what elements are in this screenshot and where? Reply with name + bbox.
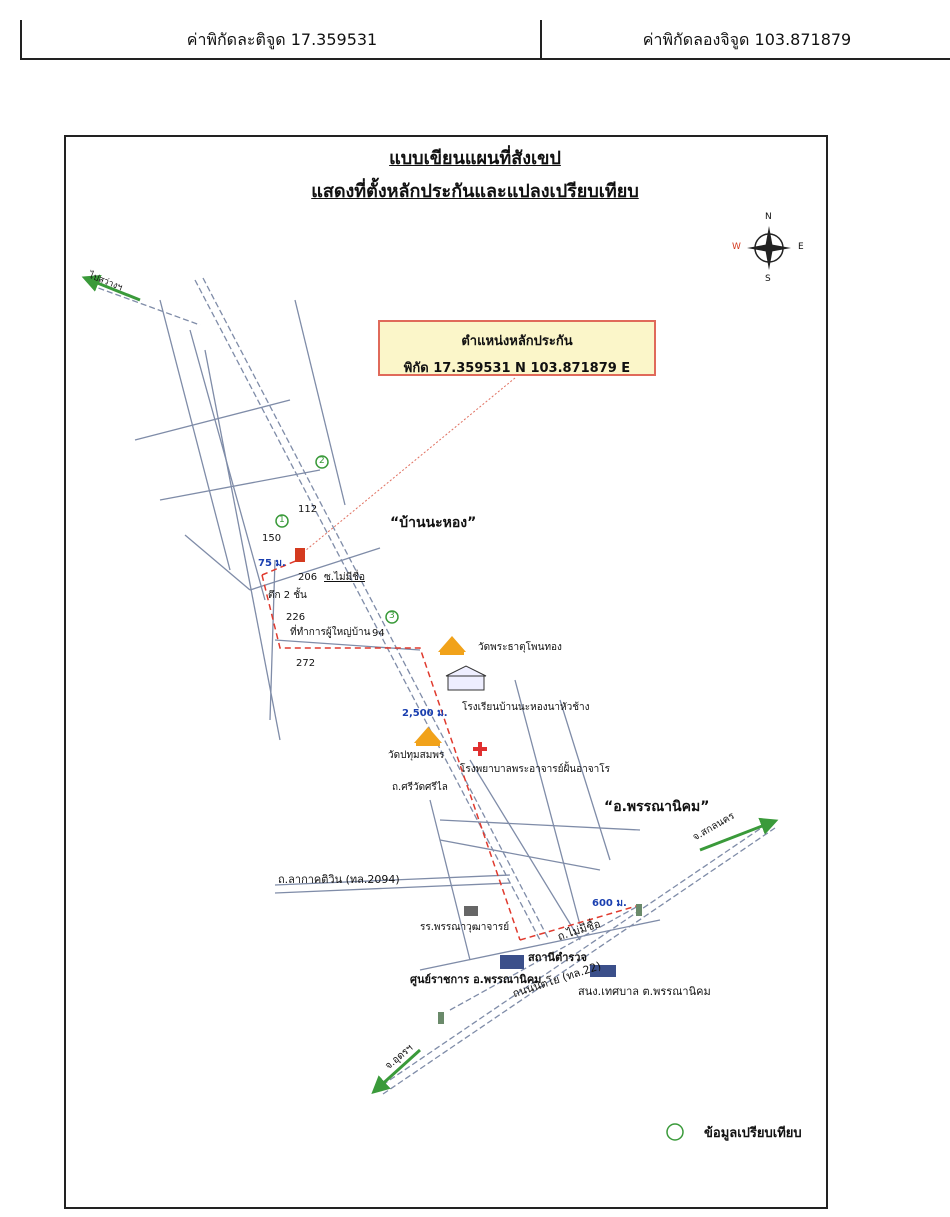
school-icon <box>445 665 487 691</box>
house-number-94: 94 <box>372 628 385 639</box>
collateral-box-title: ตำแหน่งหลักประกัน <box>461 334 573 349</box>
temple-icons <box>414 636 466 746</box>
route-line <box>261 559 641 941</box>
distance-600: 600 ม. <box>592 898 627 909</box>
map-frame <box>64 135 828 1209</box>
map-title-1: แบบเขียนแผนที่สังเขป <box>389 148 561 169</box>
place-school-2: รร.พรรณาวุฒาจารย์ <box>420 922 510 933</box>
collateral-box-coords: พิกัด 17.359531 N 103.871879 E <box>403 361 631 376</box>
house-number-226: 226 <box>286 612 306 623</box>
road-label-no-name-soi: ซ.ไม่มีชื่อ <box>324 572 365 583</box>
compass-north: N <box>765 212 772 222</box>
latitude-label: ค่าพิกัดละติจูด 17.359531 <box>186 30 378 49</box>
house-number-112: 112 <box>298 504 318 515</box>
arrow-ne <box>699 817 779 852</box>
distance-2500: 2,500 ม. <box>402 708 448 719</box>
comparable-2: 2 <box>319 456 325 466</box>
arrow-nw <box>81 274 141 302</box>
traffic-lights <box>438 904 642 1024</box>
place-village-head-office: ที่ทำการผู้ใหญ่บ้าน <box>290 627 371 638</box>
header-divider <box>540 20 542 58</box>
comparable-1: 1 <box>279 515 285 525</box>
arrow-sw <box>371 1048 422 1095</box>
comparable-3: 3 <box>389 611 395 621</box>
hospital-icon <box>473 742 487 756</box>
place-school: โรงเรียนบ้านนะหองนาหัวช้าง <box>462 702 590 713</box>
place-police: สถานีตำรวจ <box>528 951 587 964</box>
collateral-marker <box>295 548 305 562</box>
place-govt-center: ศูนย์ราชการ อ.พรรณานิคม <box>410 973 542 986</box>
comparable-markers <box>275 455 399 624</box>
distance-75: 75 ม. <box>258 558 286 569</box>
place-temple-1: วัดพระธาตุโพนทอง <box>478 642 562 653</box>
house-number-206: 206 <box>298 572 318 583</box>
longitude-label: ค่าพิกัดลองจิจูด 103.871879 <box>642 30 852 49</box>
building-icons <box>464 906 616 977</box>
village-label: “บ้านนะหอง” <box>390 515 477 531</box>
coordinate-header: ค่าพิกัดละติจูด 17.359531 ค่าพิกัดลองจิจ… <box>20 20 950 60</box>
pointer-line <box>299 377 516 556</box>
legend-label: ข้อมูลเปรียบเทียบ <box>704 1126 802 1141</box>
compass-icon <box>747 226 791 270</box>
collateral-info-box: ตำแหน่งหลักประกัน พิกัด 17.359531 N 103.… <box>378 320 656 376</box>
place-hospital: โรงพยาบาลพระอาจารย์ฝั้นอาจาโร <box>460 764 610 775</box>
compass-south: S <box>765 274 771 284</box>
place-temple-2: วัดปทุมสมพร <box>388 750 445 761</box>
compass-east: E <box>798 242 804 252</box>
legend-circle-icon <box>666 1123 684 1141</box>
place-building-2-floors: ตึก 2 ชั้น <box>268 590 307 601</box>
road-label-2094: ถ.ลากาคติวิน (ทล.2094) <box>278 873 400 886</box>
place-municipality: สนง.เทศบาล ต.พรรณานิคม <box>578 985 711 998</box>
house-number-272: 272 <box>296 658 316 669</box>
map-title-2: แสดงที่ตั้งหลักประกันและแปลงเปรียบเทียบ <box>311 181 639 202</box>
compass-west: W <box>732 242 741 252</box>
road-label-wat: ถ.ศรีวัดศรีไล <box>392 782 448 793</box>
district-label: “อ.พรรณานิคม” <box>604 799 710 815</box>
house-number-150: 150 <box>262 533 282 544</box>
road-network <box>89 277 776 1095</box>
